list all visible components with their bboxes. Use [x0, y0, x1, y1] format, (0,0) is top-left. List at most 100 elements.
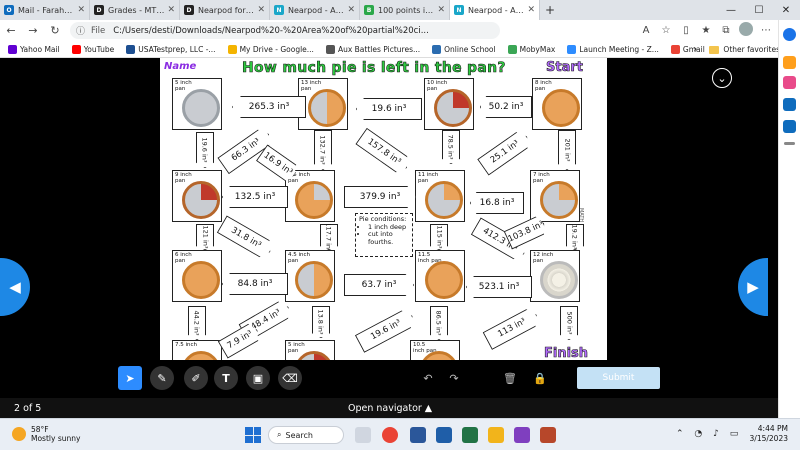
refresh-icon[interactable]: ↻	[50, 24, 60, 37]
more-menu-icon[interactable]: ⋯	[761, 25, 771, 36]
open-navigator-button[interactable]: Open navigator ▲	[348, 403, 433, 414]
image-tool-icon[interactable]: ▣	[246, 366, 270, 390]
windows-start-icon[interactable]	[245, 427, 261, 443]
outlook-icon[interactable]	[783, 98, 796, 111]
close-tab-icon[interactable]: ✕	[437, 5, 445, 15]
read-aloud-icon[interactable]: A	[642, 25, 650, 36]
pie-cell: 11.5 inch pan	[415, 250, 465, 302]
trash-icon[interactable]: 🗑	[503, 371, 517, 385]
office-icon[interactable]	[783, 120, 796, 133]
next-slide-button[interactable]: ▶	[738, 258, 768, 316]
close-tab-icon[interactable]: ✕	[347, 5, 355, 15]
tab-title: Grades - MTH07BE3 S	[108, 5, 164, 15]
bookmark-4[interactable]: Aux Battles Pictures...	[325, 44, 421, 54]
collapse-icon[interactable]: ⌄	[712, 68, 732, 88]
bookmark-0[interactable]: Yahoo Mail	[8, 44, 60, 54]
word-icon[interactable]	[410, 427, 426, 443]
folder-taskbar-icon[interactable]	[488, 427, 504, 443]
lock-icon[interactable]: 🔒	[533, 371, 547, 385]
answer-arrow: 265.3 in³	[232, 96, 306, 118]
bookmark-2[interactable]: USATestprep, LLC -...	[126, 44, 216, 54]
undo-icon[interactable]: ↶	[423, 371, 433, 385]
pie-cell: 7.5 inch	[172, 340, 222, 360]
close-window-button[interactable]: ✕	[781, 4, 791, 16]
close-tab-icon[interactable]: ✕	[527, 5, 535, 15]
collections-icon[interactable]: ⧉	[722, 25, 730, 36]
text-tool-icon[interactable]: T	[214, 366, 238, 390]
vertical-answer-arrow: 44.2 in³	[188, 306, 206, 340]
search-tool-icon[interactable]	[783, 56, 796, 69]
bookmark-label: Yahoo Mail	[20, 44, 60, 54]
close-tab-icon[interactable]: ✕	[77, 5, 85, 15]
favorite-star-icon[interactable]: ☆	[661, 25, 671, 36]
chrome-icon[interactable]	[382, 427, 398, 443]
pen-tool-icon[interactable]: ✎	[150, 366, 174, 390]
avatar[interactable]	[736, 22, 756, 39]
bookmark-label: Aux Battles Pictures...	[337, 44, 421, 54]
powerpoint-icon[interactable]	[540, 427, 556, 443]
bookmark-3[interactable]: My Drive - Google...	[227, 44, 314, 54]
bookmark-label: Gmail	[682, 44, 705, 54]
bookmarks-more-icon[interactable]: ›	[693, 44, 698, 55]
edge-icon[interactable]	[436, 427, 452, 443]
finish-label: Finish	[544, 346, 589, 360]
url-text[interactable]: C:/Users/desti/Downloads/Nearpod%20-%20A…	[113, 25, 429, 36]
previous-slide-button[interactable]: ◀	[0, 258, 30, 316]
bookmark-label: Online School	[444, 44, 496, 54]
clock[interactable]: 4:44 PM 3/15/2023	[750, 424, 788, 444]
pie-cell: 4.5 inch pan	[285, 250, 335, 302]
maximize-button[interactable]: ☐	[754, 4, 764, 16]
minimize-button[interactable]: —	[726, 4, 736, 16]
tab-favicon: N	[454, 5, 464, 15]
pie-image	[540, 261, 578, 299]
split-screen-icon[interactable]: ▯	[683, 25, 689, 36]
edge-sidebar	[778, 20, 800, 418]
app-icon[interactable]	[514, 427, 530, 443]
bookmark-icon	[432, 44, 442, 54]
submit-button[interactable]: Submit	[577, 367, 660, 389]
redo-icon[interactable]: ↷	[449, 371, 459, 385]
bookmark-6[interactable]: MobyMax	[507, 44, 556, 54]
address-bar[interactable]: ⓘ File C:/Users/desti/Downloads/Nearpod%…	[70, 22, 500, 39]
forward-icon[interactable]: →	[28, 24, 38, 37]
close-tab-icon[interactable]: ✕	[257, 5, 265, 15]
bookmark-8[interactable]: Gmail	[670, 44, 705, 54]
add-sidebar-icon[interactable]	[784, 142, 795, 145]
arrow-value: 115 in³	[435, 225, 444, 249]
bing-icon[interactable]	[783, 28, 796, 41]
other-favorites[interactable]: › Other favorites	[693, 41, 780, 58]
tab-favicon: B	[364, 5, 374, 15]
bookmark-1[interactable]: YouTube	[71, 44, 114, 54]
shopping-icon[interactable]	[783, 76, 796, 89]
answer-arrow: 63.7 in³	[344, 274, 414, 296]
weather-widget[interactable]: 58°F Mostly sunny	[12, 425, 80, 443]
eraser-tool-icon[interactable]: ⌫	[278, 366, 302, 390]
back-icon[interactable]: ←	[6, 24, 16, 37]
info-icon[interactable]: ⓘ	[76, 27, 86, 37]
bookmark-icon	[126, 44, 136, 54]
taskbar-search[interactable]: ⌕ Search	[268, 426, 344, 444]
file-explorer-icon[interactable]	[355, 427, 371, 443]
pie-image	[295, 181, 333, 219]
arrow-value: 19.2 in³	[571, 224, 580, 250]
excel-icon[interactable]	[462, 427, 478, 443]
bookmark-icon	[8, 44, 17, 54]
bookmark-label: MobyMax	[519, 44, 556, 54]
new-tab-button[interactable]: +	[544, 3, 556, 17]
bookmark-7[interactable]: Launch Meeting - Z...	[567, 44, 659, 54]
vertical-answer-arrow: 19.2 in³	[566, 224, 584, 250]
favorites-icon[interactable]: ★	[701, 25, 711, 36]
bookmark-5[interactable]: Online School	[432, 44, 496, 54]
select-tool-icon[interactable]: ➤	[118, 366, 142, 390]
pan-size-label: 8 inch pan	[535, 80, 552, 92]
system-tray-icons[interactable]: ⌃ ◔ ♪ ▭	[676, 429, 743, 439]
close-tab-icon[interactable]: ✕	[167, 5, 175, 15]
highlighter-tool-icon[interactable]: ✐	[184, 366, 208, 390]
